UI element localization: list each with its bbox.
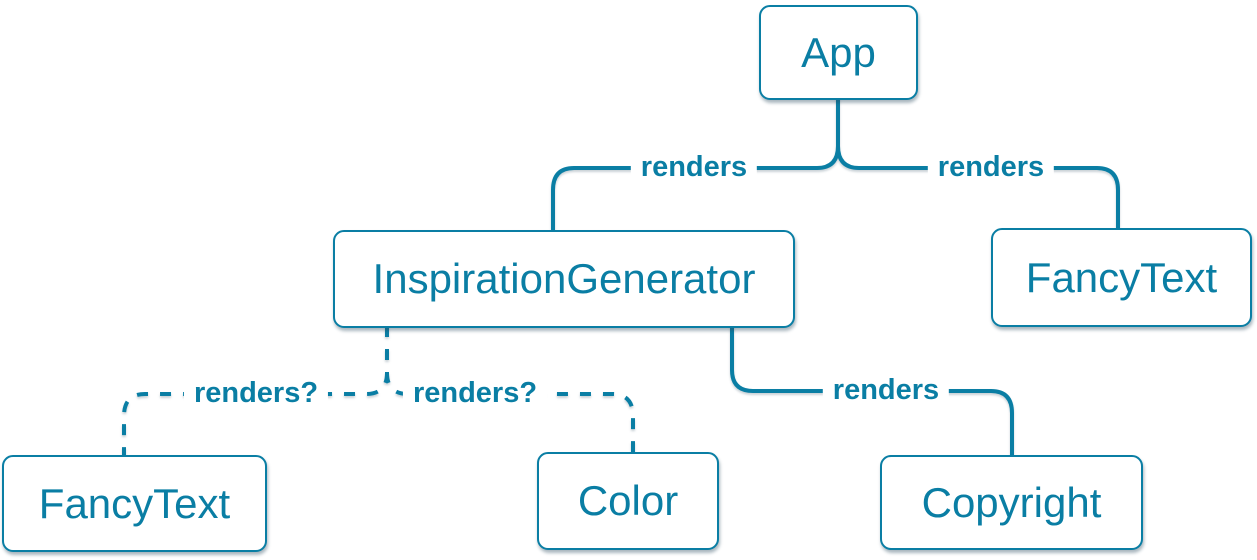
node-fancy-text-top-label: FancyText	[1025, 253, 1218, 301]
node-copyright-label: Copyright	[921, 478, 1102, 526]
edge-label-renders-inspiration-copyright: renders	[822, 374, 950, 407]
node-color-label: Color	[577, 477, 679, 524]
node-fancy-text-bottom: FancyText	[2, 455, 267, 552]
node-copyright: Copyright	[880, 455, 1143, 550]
node-fancy-text-top: FancyText	[991, 228, 1252, 327]
node-app: App	[759, 5, 918, 100]
node-fancy-text-bottom-label: FancyText	[38, 479, 231, 527]
edge-label-renders-app-inspiration: renders	[630, 151, 758, 184]
node-inspiration-generator-label: InspirationGenerator	[372, 255, 756, 302]
edge-label-renders-app-fancy-text: renders	[927, 151, 1055, 184]
edge-label-renders-inspiration-fancy-text: renders?	[183, 377, 329, 410]
node-app-label: App	[801, 28, 876, 76]
node-color: Color	[537, 452, 719, 550]
edge-inspiration-generator-to-color	[385, 326, 635, 454]
edge-label-renders-inspiration-color: renders?	[402, 377, 548, 410]
node-inspiration-generator: InspirationGenerator	[333, 230, 795, 328]
